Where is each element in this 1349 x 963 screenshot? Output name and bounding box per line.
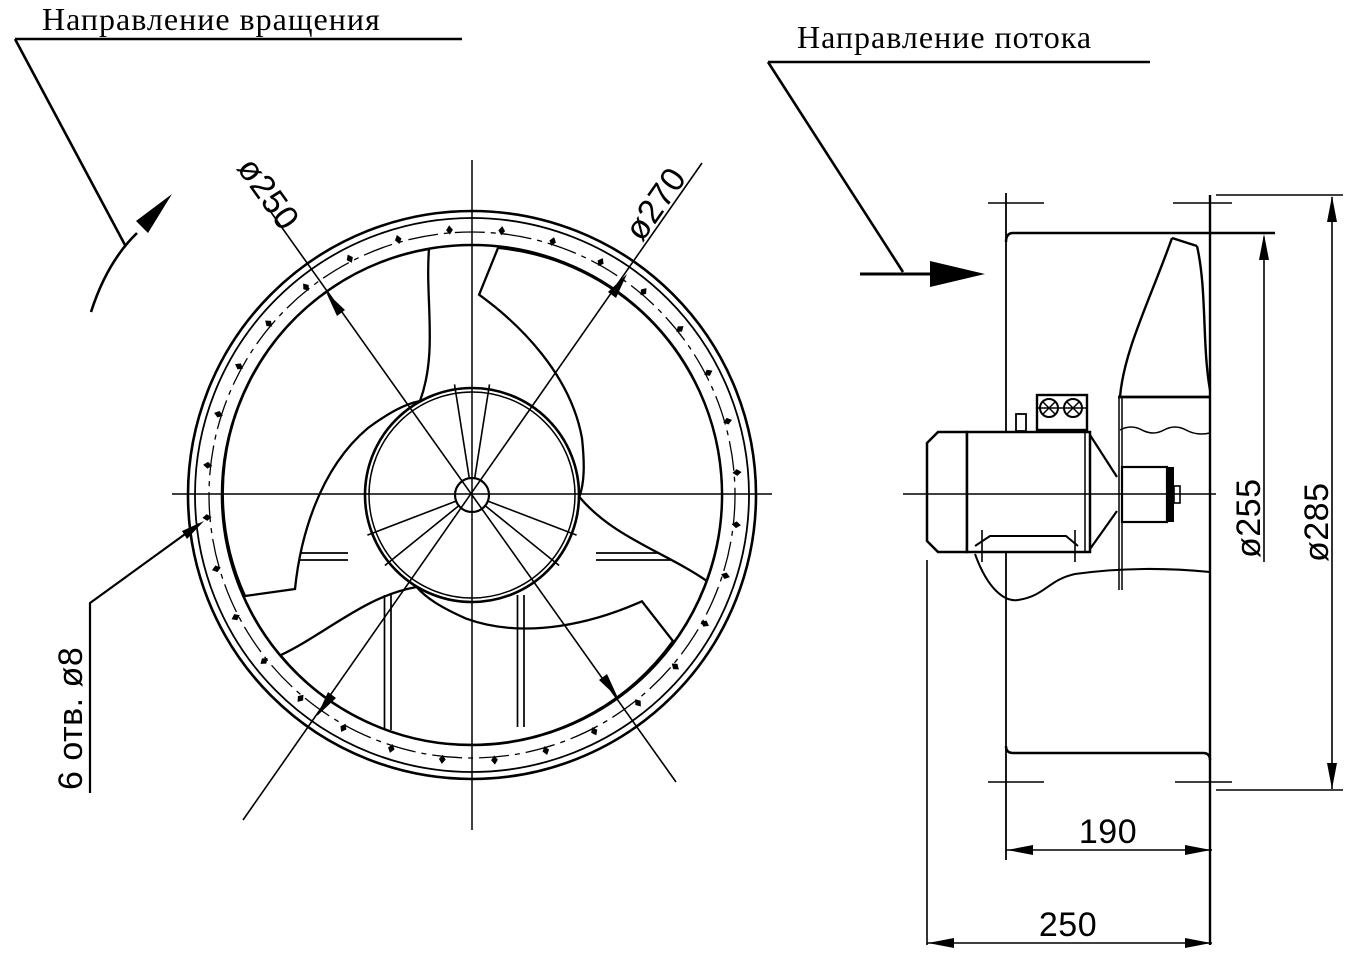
blade — [221, 247, 431, 598]
housing-break-curve — [974, 553, 1211, 602]
rivet-diamond — [591, 727, 598, 736]
rivet-diamond — [549, 237, 556, 246]
rivet-diamond — [731, 521, 741, 529]
rivet-diamond — [446, 225, 453, 235]
flow-direction-label: Направление потока — [797, 19, 1092, 55]
rivet-diamond — [265, 320, 273, 327]
dim-inner-circle-label: ø250 — [229, 151, 306, 238]
motor-lug — [1015, 413, 1027, 432]
rivet-diamond — [542, 746, 550, 756]
arrowhead — [1185, 845, 1211, 855]
shaft-cone — [1089, 434, 1118, 550]
rivet-diamond — [211, 565, 221, 573]
rivet-diamond — [394, 234, 402, 244]
motor-body — [965, 430, 1092, 554]
flange-ticks — [988, 202, 1232, 783]
rivet-diamond — [388, 744, 395, 753]
arrowhead — [317, 692, 336, 716]
rivet-diamond — [732, 469, 742, 476]
rivet-diamond — [676, 326, 684, 332]
motor-end-cap — [925, 430, 969, 554]
rivet-diamond — [723, 417, 733, 425]
rivet-diamond — [635, 699, 641, 707]
rivet-diamond — [438, 754, 446, 764]
rivet-diamond — [231, 614, 240, 621]
rivet-diamond — [340, 723, 347, 732]
arrowhead — [326, 292, 345, 316]
rivet-diamond — [704, 369, 713, 376]
arrowhead — [1007, 845, 1033, 855]
rivet-diamond — [214, 411, 223, 418]
mount-struts — [383, 595, 525, 730]
rivet-diamond — [260, 658, 268, 664]
flow-direction-callout: Направление потока — [766, 19, 1150, 287]
rivet-diamond — [491, 755, 498, 765]
duct-bottom-line — [1004, 745, 1212, 761]
hub-break-line — [1119, 426, 1211, 435]
rivet-diamond — [235, 363, 244, 370]
rivet-diamond — [303, 283, 309, 291]
arrowhead — [599, 674, 618, 698]
dim-duct-label: ø255 — [1230, 479, 1268, 559]
arrowhead — [1327, 763, 1337, 789]
rivet-diamond — [203, 461, 213, 469]
holes-note: 6 отв. ø8 — [52, 521, 204, 793]
dim-255: ø255 — [1230, 234, 1269, 562]
rotation-direction-label: Направление вращения — [42, 1, 381, 37]
rivet-diamond — [671, 663, 679, 670]
rivet-diamond — [346, 254, 353, 263]
dim-190: 190 — [1006, 813, 1212, 855]
rivet-markers — [202, 225, 742, 765]
dim-length-label: 250 — [1039, 906, 1097, 944]
arrowhead — [1259, 234, 1269, 260]
duct-top-line — [1004, 231, 1275, 243]
terminal-screws — [1039, 398, 1083, 418]
flow-arrowhead — [930, 261, 985, 287]
blade-side-profile — [1118, 236, 1212, 590]
rivet-diamond — [297, 694, 304, 702]
rivet-diamond — [202, 514, 212, 521]
rivet-diamond — [721, 572, 730, 579]
arrowhead — [1327, 196, 1337, 222]
impeller-blades — [221, 227, 811, 835]
blade-root-lines — [367, 384, 577, 567]
front-view: ø250 ø270 6 отв. ø8 Направление вращения — [13, 1, 811, 835]
dim-depth-label: 190 — [1079, 813, 1137, 851]
rivet-diamond — [498, 226, 506, 236]
holes-note-label: 6 отв. ø8 — [52, 647, 90, 790]
rivet-diamond — [597, 258, 604, 267]
dim-bolt-circle-label: ø270 — [617, 161, 694, 248]
rivet-diamond — [700, 620, 709, 627]
arrowhead — [928, 938, 954, 948]
arrowhead — [182, 521, 204, 539]
side-view: Направление потока ø255 ø285 190 — [766, 19, 1343, 948]
blade — [404, 227, 811, 583]
arrowhead — [608, 274, 627, 298]
dim-250-side: 250 — [926, 560, 1212, 948]
rotation-arrowhead — [136, 194, 172, 233]
dim-285: ø285 — [1216, 194, 1343, 791]
rivet-diamond — [640, 288, 647, 296]
motor — [925, 393, 1118, 562]
dim-flange-label: ø285 — [1298, 483, 1336, 563]
rotation-direction-callout: Направление вращения — [13, 1, 462, 313]
arrowhead — [1185, 938, 1211, 948]
